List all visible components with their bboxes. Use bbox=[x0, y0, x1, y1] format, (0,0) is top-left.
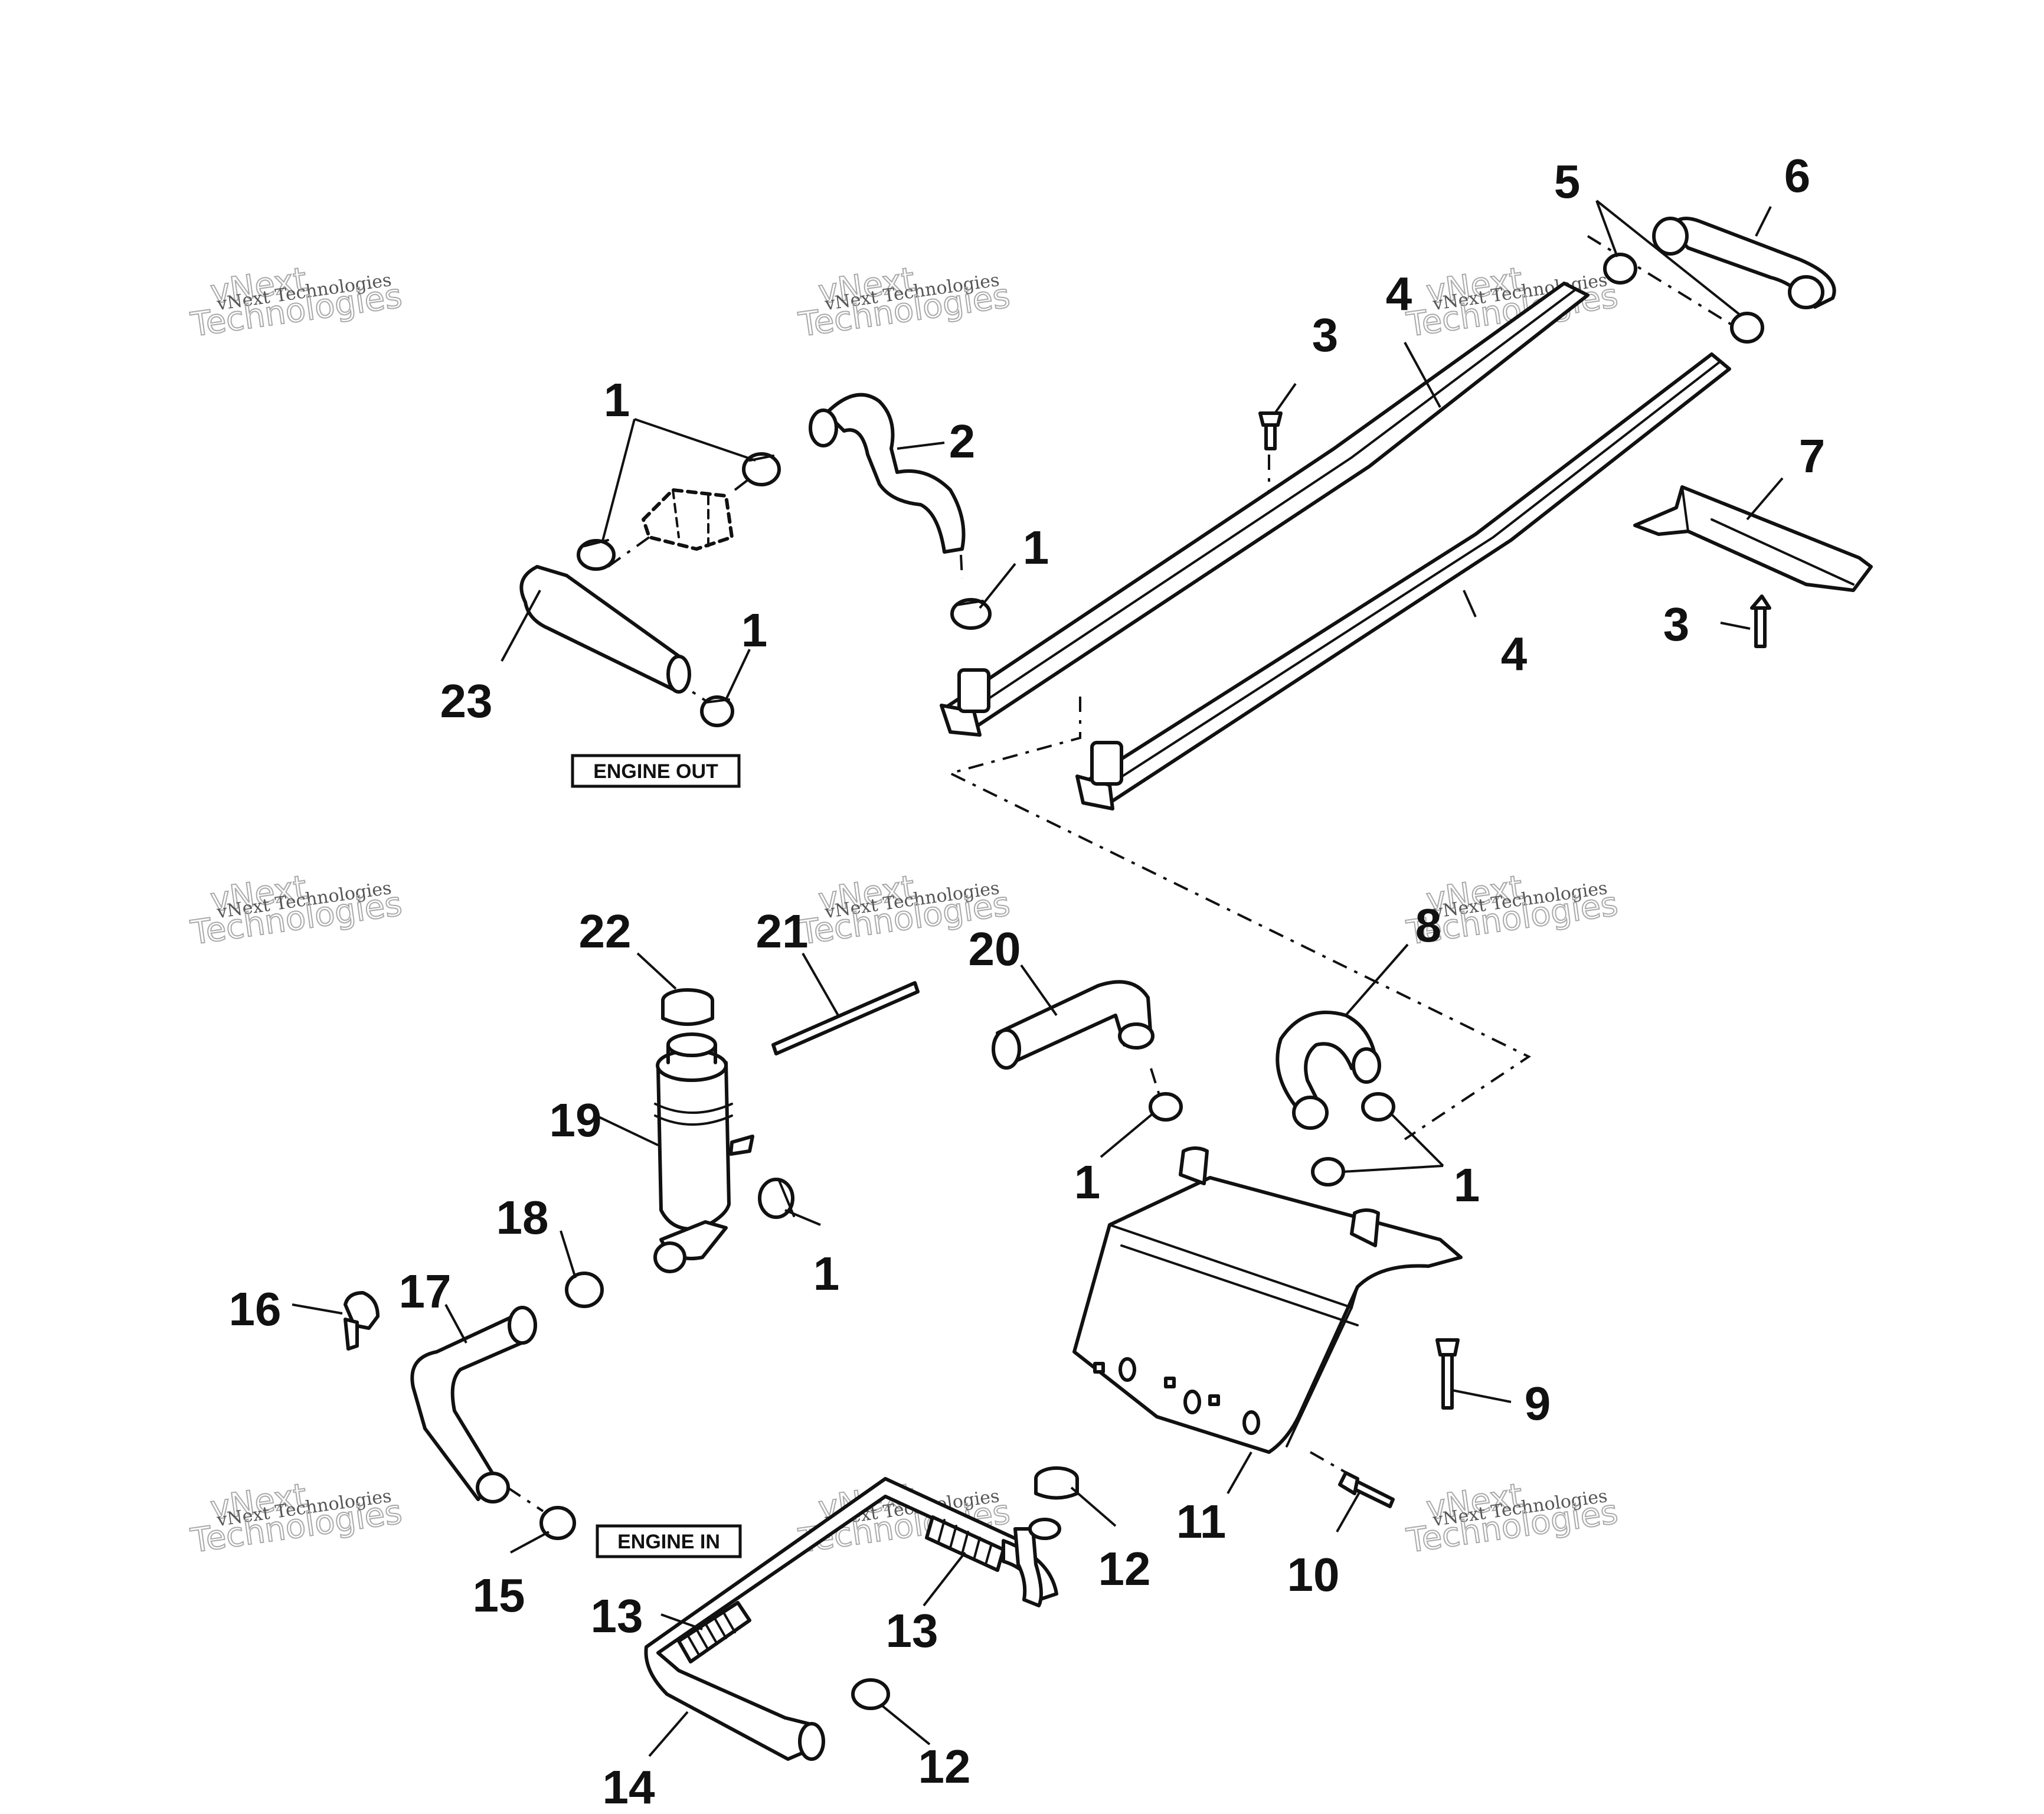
engine-out-label: ENGINE OUT bbox=[571, 754, 741, 788]
callout-1-top: 1 bbox=[604, 374, 630, 426]
callout-13-left: 13 bbox=[591, 1590, 643, 1642]
callout-22: 22 bbox=[579, 905, 632, 957]
clamp-1-a bbox=[577, 539, 616, 571]
callout-1-clamp23: 1 bbox=[741, 604, 768, 656]
callout-11: 11 bbox=[1176, 1495, 1227, 1548]
clamp-5-a bbox=[1603, 253, 1637, 285]
watermark-3: vNext vNext Technologies Technologies bbox=[1404, 260, 1621, 345]
bracket-7 bbox=[1633, 485, 1873, 592]
clamp-1-b bbox=[742, 452, 781, 486]
callout-14: 14 bbox=[603, 1761, 655, 1813]
callout-6: 6 bbox=[1784, 149, 1811, 202]
stud-3-upper bbox=[1258, 411, 1283, 450]
fitting-16 bbox=[344, 1291, 380, 1351]
fitting-12-top bbox=[1013, 1518, 1061, 1607]
routing-line-hose6 bbox=[1587, 235, 1742, 332]
callout-16: 16 bbox=[229, 1283, 282, 1335]
routing-line-hose15 bbox=[506, 1486, 544, 1512]
tank-11 bbox=[1072, 1146, 1463, 1454]
callout-13-right: 13 bbox=[886, 1604, 938, 1657]
hose-23 bbox=[519, 565, 691, 694]
clamp-18 bbox=[565, 1272, 604, 1308]
callout-21: 21 bbox=[756, 905, 809, 957]
hose-2 bbox=[809, 393, 966, 554]
clamp-12-low bbox=[851, 1678, 890, 1710]
reservoir-19 bbox=[653, 1032, 754, 1273]
callout-1-reservoir: 1 bbox=[813, 1247, 840, 1300]
screw-10 bbox=[1338, 1471, 1395, 1508]
watermark-4: vNext vNext Technologies Technologies bbox=[188, 868, 405, 953]
callout-12-top: 12 bbox=[1098, 1542, 1151, 1595]
hose-17 bbox=[410, 1306, 537, 1504]
clamp-1-h bbox=[758, 1178, 795, 1219]
callout-17: 17 bbox=[399, 1265, 452, 1318]
callout-1-left-tank: 1 bbox=[1074, 1156, 1101, 1208]
callout-8: 8 bbox=[1415, 899, 1442, 952]
callout-3-top: 3 bbox=[1312, 309, 1339, 361]
svg-text:ENGINE OUT: ENGINE OUT bbox=[593, 760, 718, 783]
rail-4-upper bbox=[940, 282, 1590, 737]
callout-12-low: 12 bbox=[918, 1740, 971, 1793]
spring-13-left bbox=[677, 1601, 751, 1663]
callout-9: 9 bbox=[1525, 1377, 1551, 1430]
stud-3-right bbox=[1750, 594, 1771, 648]
callout-7: 7 bbox=[1799, 430, 1826, 482]
callout-10: 10 bbox=[1287, 1548, 1340, 1601]
callout-1-right-tank: 1 bbox=[1454, 1159, 1480, 1211]
bolt-9 bbox=[1435, 1338, 1460, 1410]
thermostat-housing bbox=[642, 488, 734, 551]
hose-20 bbox=[992, 980, 1155, 1070]
clamp-1-g bbox=[1311, 1157, 1345, 1187]
callout-20: 20 bbox=[969, 923, 1021, 975]
callout-23: 23 bbox=[440, 675, 493, 727]
rail-4-lower bbox=[1075, 352, 1731, 810]
callout-18: 18 bbox=[496, 1191, 549, 1244]
watermark-1: vNext vNext Technologies Technologies bbox=[188, 260, 405, 345]
callout-1-mid: 1 bbox=[1023, 521, 1049, 574]
cap-22 bbox=[661, 988, 714, 1026]
clamp-1-d bbox=[700, 695, 734, 727]
hose-6 bbox=[1652, 217, 1836, 309]
callout-19: 19 bbox=[550, 1094, 602, 1146]
watermark-7: vNext vNext Technologies Technologies bbox=[188, 1476, 405, 1561]
spring-13-right bbox=[925, 1515, 1005, 1572]
watermark-9: vNext vNext Technologies Technologies bbox=[1404, 1476, 1621, 1561]
clamp-15 bbox=[539, 1506, 576, 1540]
callout-4-top: 4 bbox=[1386, 267, 1412, 320]
callout-numbers: 1 2 1 23 1 3 4 5 6 7 3 4 22 21 20 8 19 1… bbox=[229, 149, 1826, 1813]
callout-2: 2 bbox=[949, 415, 976, 468]
clamp-12-top bbox=[1034, 1466, 1079, 1500]
engine-in-label: ENGINE IN bbox=[596, 1524, 742, 1558]
callout-5: 5 bbox=[1554, 155, 1581, 208]
rod-21 bbox=[771, 981, 920, 1055]
clamp-5-b bbox=[1730, 312, 1764, 344]
clamp-1-e bbox=[1149, 1092, 1183, 1122]
clamp-1-f bbox=[1361, 1092, 1395, 1122]
leader-lines bbox=[292, 200, 1784, 1757]
hose-8 bbox=[1276, 1011, 1381, 1130]
callout-15: 15 bbox=[473, 1569, 525, 1622]
callout-4-low: 4 bbox=[1501, 627, 1528, 680]
watermark-2: vNext vNext Technologies Technologies bbox=[796, 260, 1013, 345]
callout-3-right: 3 bbox=[1663, 598, 1690, 651]
svg-text:ENGINE IN: ENGINE IN bbox=[617, 1531, 720, 1553]
